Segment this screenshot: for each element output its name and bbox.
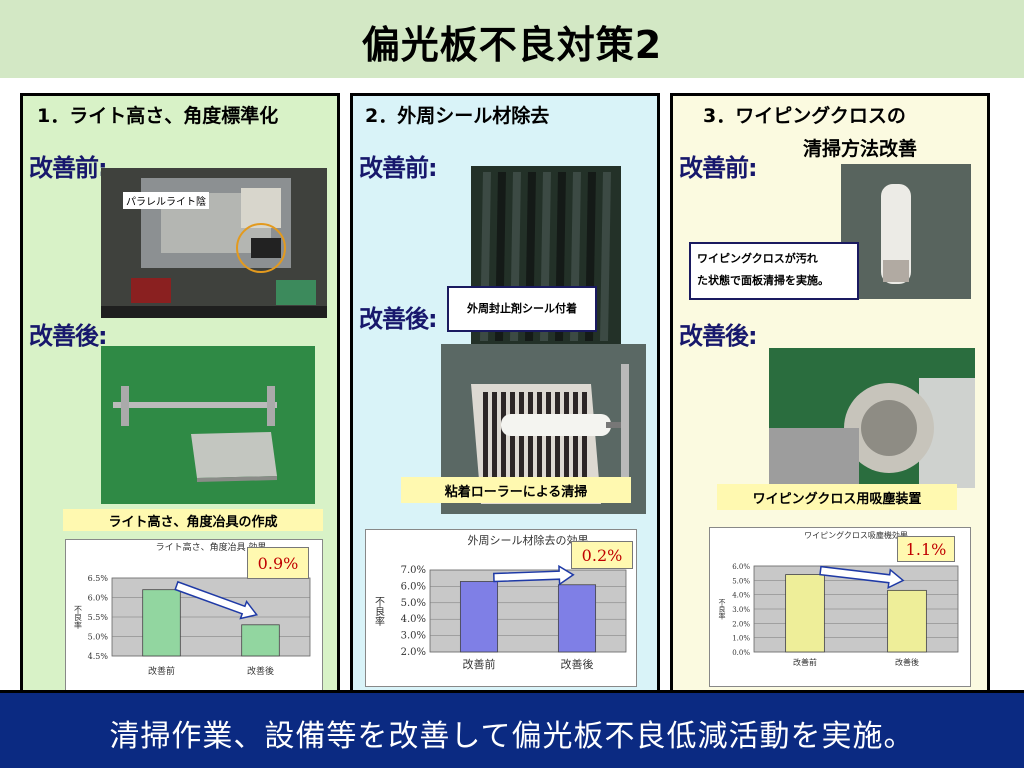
x-category-label: 改善後 bbox=[561, 657, 594, 671]
y-tick-label: 4.5% bbox=[88, 652, 109, 661]
chart-seal-svg: 外周シール材除去の効果 7.0% 6.0% 5.0% 4.0% 3.0% 2.0% 不良率改善… bbox=[373, 533, 627, 671]
chart-title: ワイピングクロス吸塵機効果 bbox=[804, 530, 908, 540]
bar bbox=[241, 624, 280, 657]
roller-stripe bbox=[555, 392, 560, 496]
y-tick-label: 6.0% bbox=[88, 594, 109, 603]
before-photo-light: パラレルライト陰 bbox=[101, 168, 327, 318]
y-axis-label: 不良率 bbox=[74, 605, 83, 630]
roller-stripe bbox=[528, 392, 533, 496]
panel-3-title-line2: 清掃方法改善 bbox=[803, 138, 918, 160]
bar bbox=[142, 589, 181, 657]
after-label: 改善後: bbox=[29, 322, 108, 350]
before-photo-cloth bbox=[841, 164, 971, 299]
panel-light-standardization: 1．ライト高さ、角度標準化 改善前: パラレルライト陰 改善後: ライト高さ、角… bbox=[20, 93, 340, 693]
before-label: 改善前: bbox=[29, 154, 108, 182]
before-label: 改善前: bbox=[359, 154, 438, 182]
cloth-note-line1: ワイピングクロスが汚れ bbox=[697, 252, 818, 265]
y-tick-label: 3.0% bbox=[732, 606, 750, 614]
panel-3-title-line1: 3．ワイピングクロスの bbox=[703, 105, 906, 127]
seal-stripe bbox=[600, 172, 611, 341]
seal-note: 外周封止剤シール付着 bbox=[447, 286, 597, 332]
y-axis-label: 不良率 bbox=[373, 596, 385, 627]
roller-stripe bbox=[519, 392, 524, 496]
y-tick-label: 0.0% bbox=[732, 649, 750, 657]
panel-2-title: 2．外周シール材除去 bbox=[365, 105, 550, 127]
slide-title: 偏光板不良対策2 bbox=[361, 23, 663, 67]
y-axis-label: 不良率 bbox=[718, 599, 726, 621]
before-label: 改善前: bbox=[679, 154, 758, 182]
after-photo-dust-collector bbox=[769, 348, 975, 488]
panel-1-title: 1．ライト高さ、角度標準化 bbox=[37, 105, 279, 127]
x-category-label: 改善前 bbox=[793, 657, 817, 667]
cloth-note-line2: た状態で面板清掃を実施。 bbox=[697, 274, 829, 287]
chart-title: ライト高さ、角度冶具 効果 bbox=[156, 541, 267, 553]
footer-summary: 清掃作業、設備等を改善して偏光板不良低減活動を実施。 bbox=[109, 719, 915, 754]
after-label: 改善後: bbox=[359, 305, 438, 333]
roller-stripe bbox=[510, 392, 515, 496]
y-tick-label: 6.5% bbox=[88, 574, 109, 583]
roller-stripes bbox=[483, 392, 587, 496]
trend-arrow bbox=[819, 565, 905, 589]
roller-stripe bbox=[564, 392, 569, 496]
before-photo-light-drawing bbox=[101, 168, 327, 318]
y-tick-label: 6.0% bbox=[401, 581, 426, 592]
y-tick-label: 4.0% bbox=[401, 614, 426, 625]
x-category-label: 改善後 bbox=[895, 657, 919, 667]
y-tick-label: 5.0% bbox=[732, 577, 750, 585]
roller-stripe bbox=[483, 392, 488, 496]
y-tick-label: 2.0% bbox=[732, 620, 750, 628]
y-tick-label: 5.5% bbox=[88, 613, 109, 622]
chart-seal-delta: 0.2% bbox=[571, 541, 633, 569]
roller-stripe bbox=[582, 392, 587, 496]
roller-stripe bbox=[537, 392, 542, 496]
light-jig-caption: ライト高さ、角度冶具の作成 bbox=[63, 509, 323, 531]
chart-light-jig-delta: 0.9% bbox=[247, 547, 309, 579]
x-category-label: 改善前 bbox=[148, 665, 175, 677]
after-photo-dust-collector-drawing bbox=[769, 348, 975, 488]
photo-tag: パラレルライト陰 bbox=[123, 192, 209, 209]
roller-stripe bbox=[501, 392, 506, 496]
chart-wiping-delta: 1.1% bbox=[897, 536, 955, 562]
y-tick-label: 4.0% bbox=[732, 592, 750, 600]
y-tick-label: 7.0% bbox=[401, 565, 426, 576]
header-band bbox=[0, 0, 1024, 78]
bar bbox=[887, 589, 927, 653]
dust-collector-caption: ワイピングクロス用吸塵装置 bbox=[717, 484, 957, 510]
bar bbox=[557, 584, 597, 653]
x-category-label: 改善後 bbox=[247, 665, 274, 677]
cloth-note: ワイピングクロスが汚れ た状態で面板清掃を実施。 bbox=[689, 242, 859, 300]
chart-wiping-svg: ワイピングクロス吸塵機効果 6.0% 5.0% 4.0% 3.0% 2.0% 1.0% 0.0… bbox=[718, 530, 959, 667]
roller-stripe bbox=[546, 392, 551, 496]
bar bbox=[459, 581, 499, 653]
y-tick-label: 2.0% bbox=[401, 647, 426, 658]
panel-seal-removal: 2．外周シール材除去 改善前: 外周封止剤シール付着 改善後: 粘着ローラーによ… bbox=[350, 93, 660, 693]
trend-arrow bbox=[174, 580, 259, 620]
footer-band bbox=[0, 690, 1024, 768]
panel-wiping-cloth: 3．ワイピングクロスの 清掃方法改善 改善前: ワイピングクロスが汚れ た状態で… bbox=[670, 93, 990, 693]
y-tick-label: 3.0% bbox=[401, 631, 426, 642]
after-photo-jig-drawing bbox=[101, 346, 315, 504]
y-tick-label: 5.0% bbox=[401, 598, 426, 609]
x-category-label: 改善前 bbox=[463, 657, 496, 671]
roller-stripe bbox=[573, 392, 578, 496]
y-tick-label: 6.0% bbox=[732, 563, 750, 571]
y-tick-label: 1.0% bbox=[732, 635, 750, 643]
before-photo-cloth-drawing bbox=[841, 164, 971, 299]
chart-title: 外周シール材除去の効果 bbox=[468, 533, 589, 547]
plot-area bbox=[429, 569, 627, 653]
trend-arrow bbox=[493, 564, 575, 586]
bar bbox=[785, 574, 825, 653]
after-label: 改善後: bbox=[679, 322, 758, 350]
roller-stripe bbox=[492, 392, 497, 496]
y-tick-label: 5.0% bbox=[88, 633, 109, 642]
roller-caption: 粘着ローラーによる清掃 bbox=[401, 477, 631, 503]
after-photo-jig bbox=[101, 346, 315, 504]
